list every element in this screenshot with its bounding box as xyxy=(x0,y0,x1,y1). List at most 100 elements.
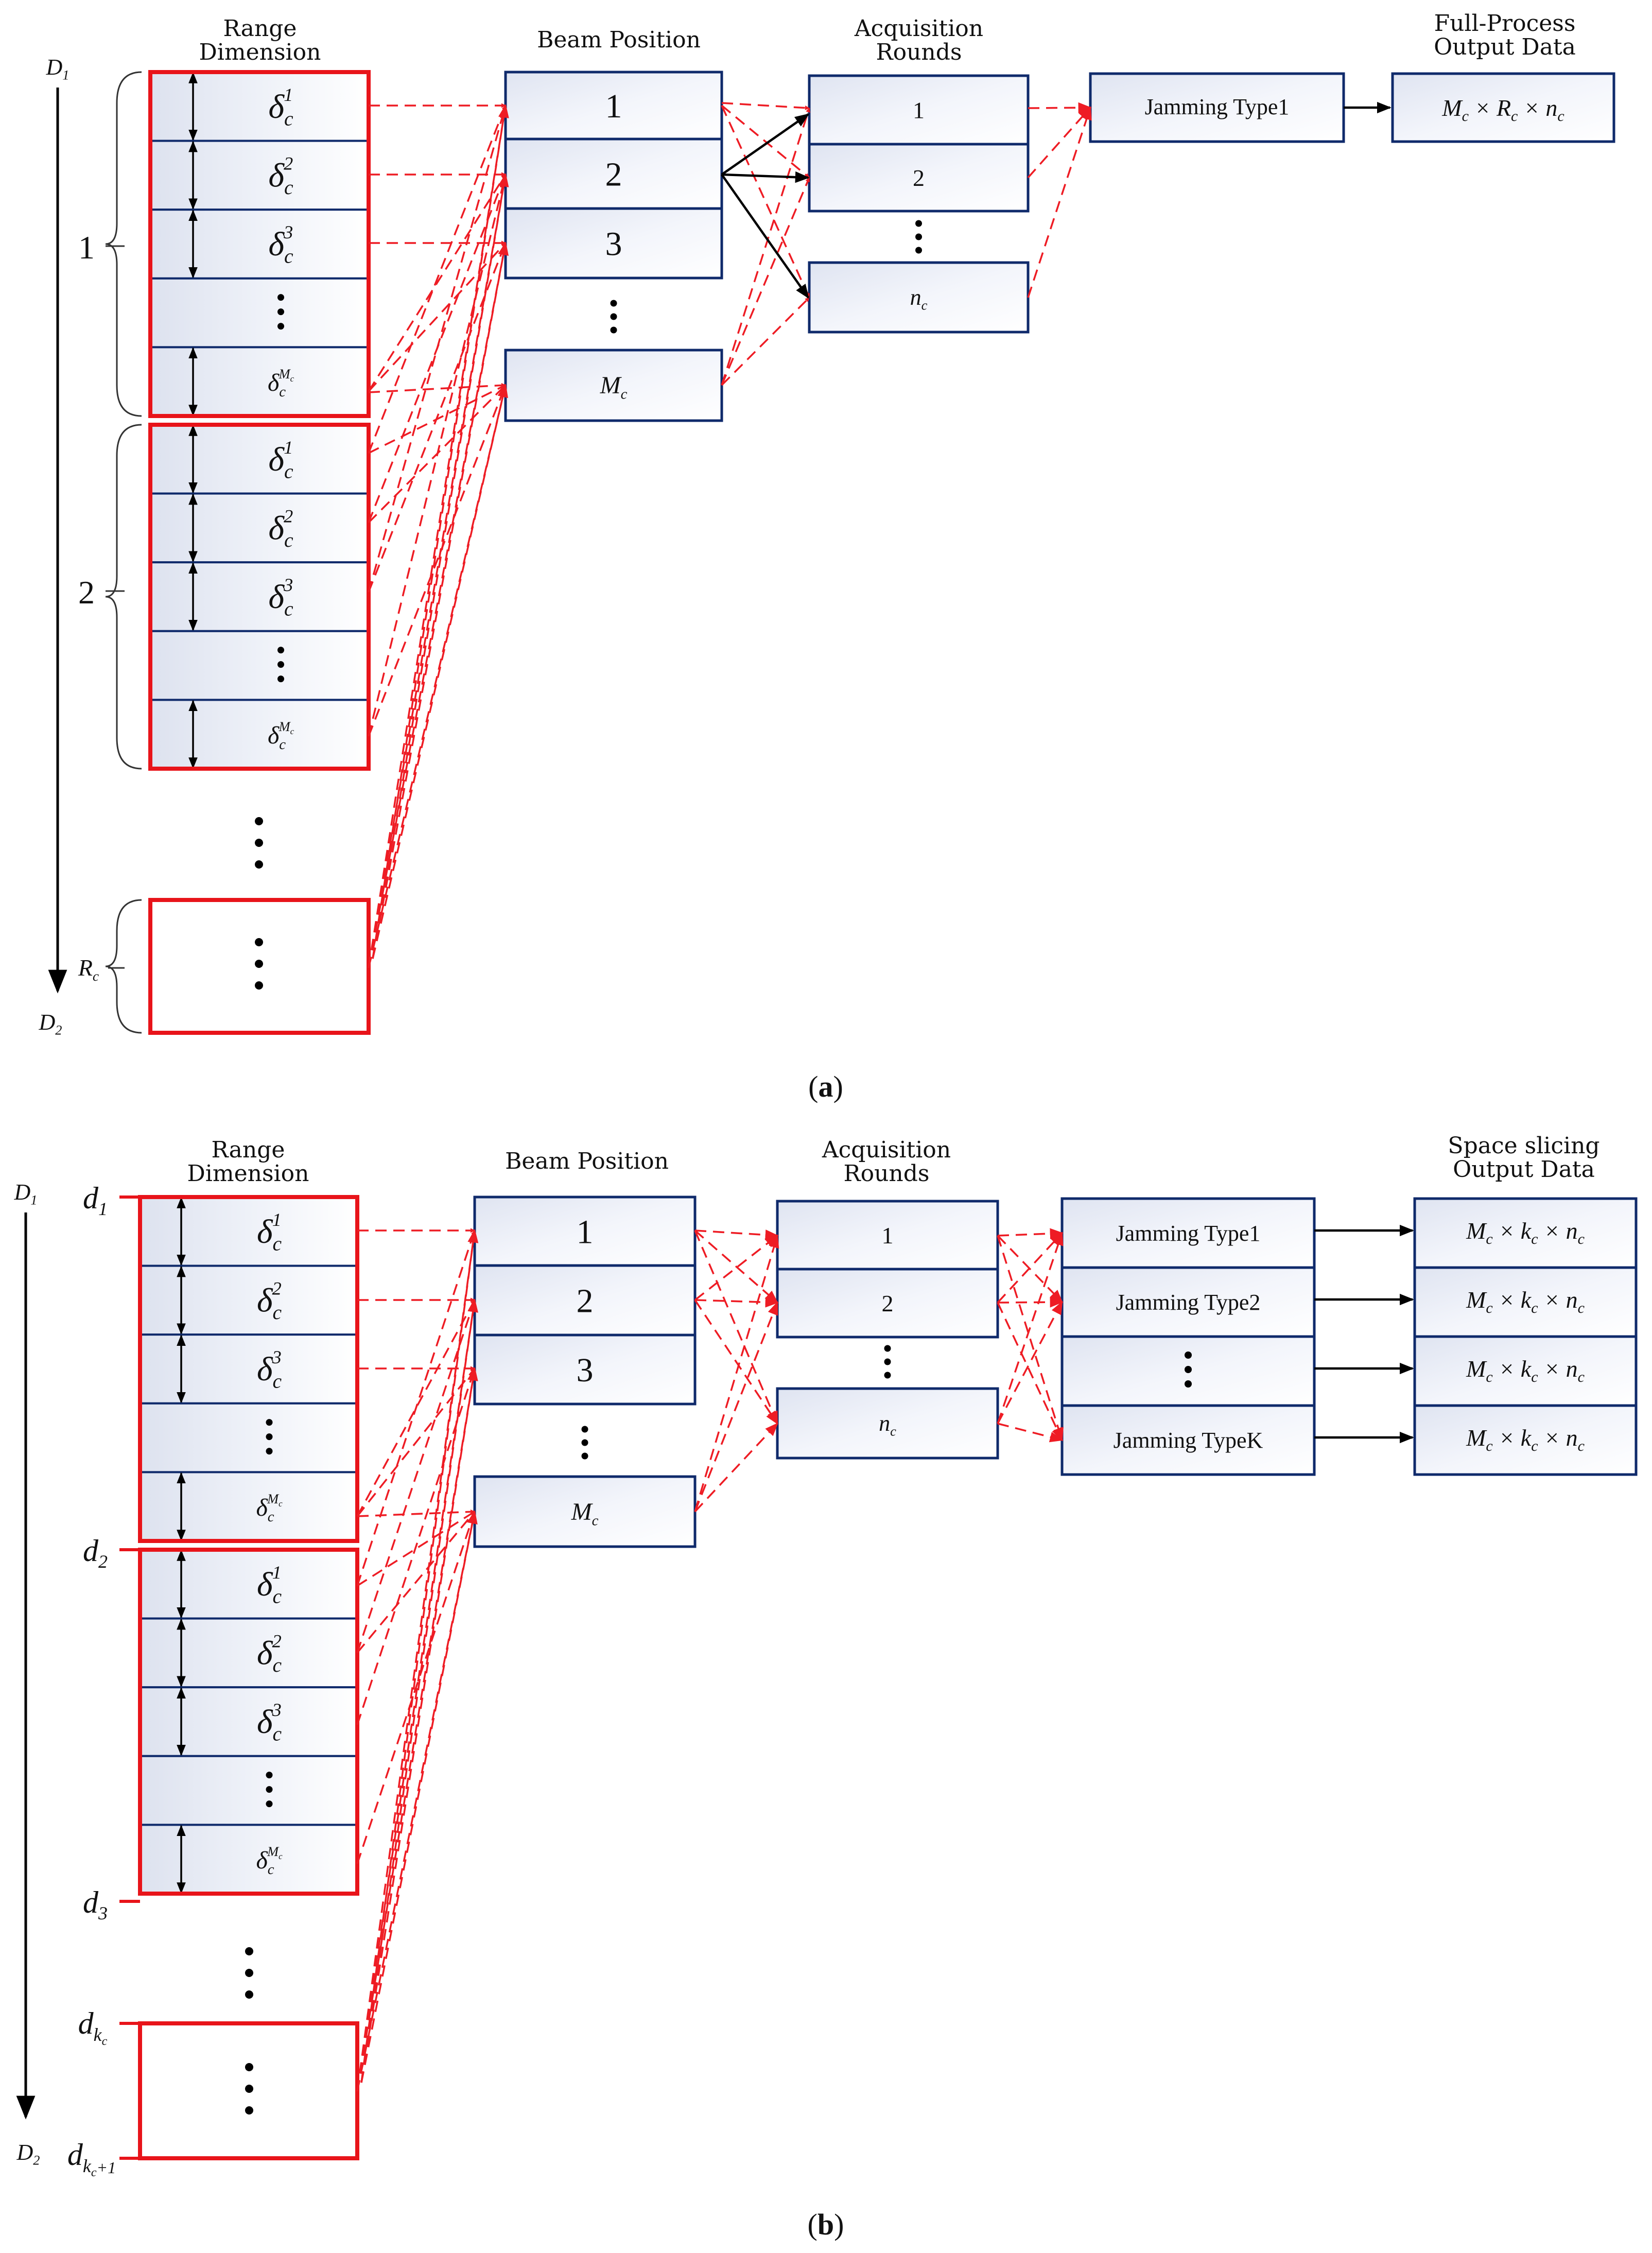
dashed-arrow xyxy=(694,1229,778,1304)
dashed-arrow xyxy=(360,1229,479,2083)
range-cell xyxy=(139,1196,358,1267)
dashed-arrow xyxy=(694,1229,779,1240)
cell-label-1: δc1 xyxy=(257,1562,282,1608)
acq-box-nc xyxy=(808,261,1030,334)
range-cell xyxy=(149,277,370,349)
dashed-arrow xyxy=(694,1235,779,1301)
dashed-arrow xyxy=(356,1230,476,1586)
cell-label-2: δc2 xyxy=(257,1631,282,1676)
dashed-arrow xyxy=(368,104,509,968)
beam-box-label-mc: Mc xyxy=(600,372,628,403)
ellipsis-dot xyxy=(255,938,263,946)
boundary-label-1: d1 xyxy=(83,1181,108,1219)
dashed-arrow xyxy=(997,1302,1063,1442)
jamming-label-4: Jamming TypeK xyxy=(1114,1428,1263,1453)
cell-label-3: δc3 xyxy=(257,1347,282,1393)
dashed-arrow xyxy=(368,385,507,737)
dashed-arrow xyxy=(694,1234,779,1512)
ellipsis-dot xyxy=(581,1452,588,1460)
ellipsis-dot xyxy=(245,2063,253,2071)
ellipsis-dot xyxy=(277,308,284,316)
beam-box-2 xyxy=(473,1264,697,1337)
dashed-arrow xyxy=(997,1235,1064,1442)
beam-box-3 xyxy=(473,1333,697,1406)
header-line: Acquisition xyxy=(822,1137,951,1163)
ellipsis-dot xyxy=(581,1439,588,1446)
jamming-label: Jamming Type1 xyxy=(1145,94,1290,119)
ellipsis-dot xyxy=(255,981,263,990)
header-line: Rounds xyxy=(843,1160,929,1187)
ellipsis-dot xyxy=(277,661,284,668)
header-line: Acquisition xyxy=(854,15,983,42)
output-box-4 xyxy=(1413,1404,1638,1476)
ellipsis-dot xyxy=(277,675,284,683)
dashed-arrow xyxy=(997,1296,1064,1308)
acq-box-label-1: 1 xyxy=(913,97,925,124)
dashed-arrow xyxy=(997,1232,1063,1304)
cell-label-4 xyxy=(277,294,284,330)
ellipsis-dot xyxy=(245,1969,253,1977)
cell-label-3: δc3 xyxy=(268,575,293,620)
range-cell xyxy=(139,1755,358,1826)
dashed-arrow xyxy=(997,1423,1064,1443)
acq-box-label-nc: nc xyxy=(910,285,928,313)
acq-box-2 xyxy=(776,1268,999,1339)
dashed-arrow xyxy=(372,384,508,959)
cell-label-1: δc1 xyxy=(257,1209,282,1255)
range-cell xyxy=(139,1549,358,1620)
cell-label-5: δcMc xyxy=(268,366,294,400)
acq-ellipsis xyxy=(884,1345,891,1379)
dashed-arrow xyxy=(356,1299,476,1653)
ellipsis-dot xyxy=(266,1433,273,1441)
ellipsis-dot xyxy=(610,313,617,320)
range-cell xyxy=(139,1264,358,1336)
dashed-arrow xyxy=(356,1511,476,1864)
dashed-arrow xyxy=(368,174,507,392)
dashed-arrow xyxy=(368,242,507,593)
header-line: Output Data xyxy=(1453,1156,1595,1183)
ellipsis-dot xyxy=(266,1800,273,1808)
header-line: Range xyxy=(212,1137,285,1163)
jamming-box-2 xyxy=(1060,1266,1316,1338)
header-line: Beam Position xyxy=(537,27,701,53)
group-brace xyxy=(105,424,142,770)
ellipsis-dot xyxy=(266,1419,273,1426)
range-cell xyxy=(139,1617,358,1689)
groups-ellipsis xyxy=(245,1947,253,1999)
beam-ellipsis xyxy=(581,1426,588,1460)
group-label: 1 xyxy=(78,229,95,266)
dashed-arrow xyxy=(721,297,810,386)
ellipsis-dot xyxy=(915,233,922,240)
cell-label-3: δc3 xyxy=(268,222,293,268)
dashed-arrow xyxy=(368,105,507,593)
dashed-arrow xyxy=(368,384,506,454)
dashed-arrow xyxy=(997,1232,1064,1424)
axis-bottom-label: D2 xyxy=(39,1010,62,1038)
range-cell xyxy=(139,1686,358,1757)
axis-top-label: D1 xyxy=(14,1180,38,1208)
cell-label-5: δcMc xyxy=(256,1844,283,1878)
dashed-arrow xyxy=(997,1301,1063,1424)
last-group-label: Rc xyxy=(78,955,99,984)
last-group-brace xyxy=(105,899,142,1034)
output-label-1: Mc × kc × nc xyxy=(1466,1218,1585,1247)
beam-position-header: Beam Position xyxy=(537,27,701,53)
dashed-arrow xyxy=(368,174,507,737)
dashed-arrow xyxy=(356,1510,478,2092)
header-line: Beam Position xyxy=(505,1148,669,1174)
ellipsis-dot xyxy=(915,220,922,227)
last-group-ellipsis xyxy=(245,2063,253,2115)
jamming-label-1: Jamming Type1 xyxy=(1116,1221,1261,1246)
dashed-arrow xyxy=(356,1367,478,2092)
dashed-arrow xyxy=(357,1509,475,1517)
ellipsis-dot xyxy=(255,839,263,847)
range-cell xyxy=(149,424,370,495)
header-line: Space slicing xyxy=(1448,1133,1599,1159)
cell-label-4 xyxy=(266,1772,273,1808)
